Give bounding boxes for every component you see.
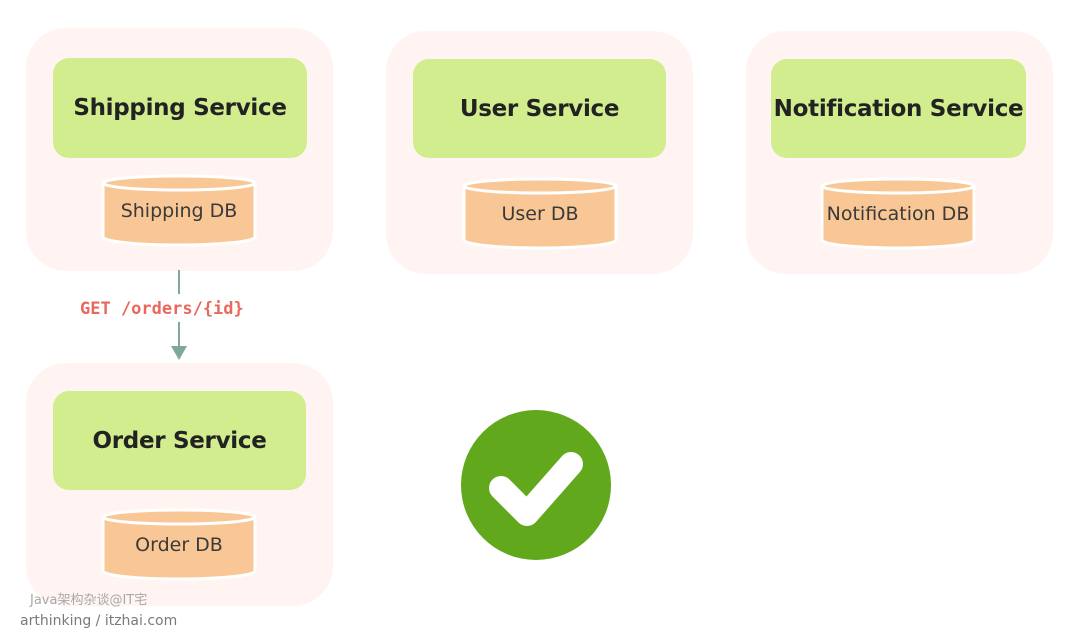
order-db-label: Order DB xyxy=(135,534,223,556)
database-icon xyxy=(101,174,257,247)
shipping-service-box[interactable]: Shipping Service xyxy=(53,58,307,158)
user-db[interactable]: User DB xyxy=(461,177,619,251)
user-service-box[interactable]: User Service xyxy=(413,59,666,158)
order-db[interactable]: Order DB xyxy=(100,508,258,582)
notification-db[interactable]: Notification DB xyxy=(819,177,977,251)
database-icon xyxy=(101,508,257,581)
shipping-db[interactable]: Shipping DB xyxy=(100,174,258,248)
database-icon xyxy=(462,177,618,250)
check-icon xyxy=(461,410,611,560)
notification-service-box[interactable]: Notification Service xyxy=(771,59,1026,158)
user-db-label: User DB xyxy=(501,203,579,225)
shipping-db-label: Shipping DB xyxy=(120,200,238,222)
request-label: GET /orders/{id} xyxy=(80,299,244,319)
database-icon xyxy=(820,177,976,250)
request-arrow xyxy=(171,270,187,360)
watermark-line-1: Java架构杂谈@IT宅 xyxy=(30,593,148,608)
notification-db-label: Notification DB xyxy=(826,203,970,225)
watermark-line-2: arthinking / itzhai.com xyxy=(20,613,178,629)
order-service-box[interactable]: Order Service xyxy=(53,391,306,490)
